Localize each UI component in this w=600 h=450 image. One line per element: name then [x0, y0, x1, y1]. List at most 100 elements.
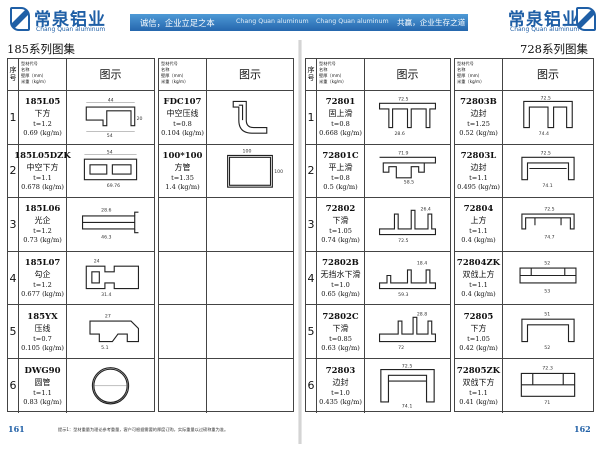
- profile-name: 下方: [34, 109, 51, 119]
- profile-name: 下滑: [332, 216, 349, 226]
- profile-code: 72802B: [322, 258, 359, 269]
- profile-drawing: [207, 91, 293, 144]
- row-info: [159, 305, 207, 358]
- svg-text:52: 52: [544, 345, 550, 351]
- profile-top-square-icon: 72.574.7: [521, 207, 575, 240]
- profile-weight: 0.42 (kg/m): [459, 343, 498, 352]
- header-band: [0, 14, 600, 31]
- svg-text:28.8: 28.8: [417, 312, 427, 318]
- profile-name: 边封: [470, 109, 487, 119]
- table-header: 型材代号名称壁厚（mm）米重（kg/m）图示: [455, 59, 593, 91]
- header-picture: 图示: [239, 68, 261, 81]
- header-picture: 图示: [537, 68, 559, 81]
- header-fields: 型材代号名称壁厚（mm）米重（kg/m）: [317, 59, 365, 90]
- header-field4: 米重（kg/m）: [21, 79, 49, 84]
- table-row: [159, 198, 293, 252]
- svg-text:58.5: 58.5: [404, 179, 414, 185]
- profile-thickness: t=1.25: [467, 120, 490, 129]
- svg-text:26.4: 26.4: [421, 207, 431, 213]
- svg-text:74.1: 74.1: [402, 404, 413, 410]
- profile-code: 72805ZK: [456, 365, 501, 376]
- profile-weight: 0.41 (kg/m): [459, 397, 498, 406]
- profile-side-seal-b-icon: 72.574.4: [523, 96, 573, 137]
- svg-text:69.76: 69.76: [107, 183, 120, 189]
- slogan-en-left: Chang Quan aluminum: [236, 18, 309, 25]
- svg-text:72.5: 72.5: [541, 150, 551, 156]
- profile-weight: 0.677 (kg/m): [21, 290, 64, 299]
- header-seq: 序号: [306, 59, 317, 90]
- profile-name: 下滑: [332, 323, 349, 333]
- header-picture: 图示: [99, 68, 122, 81]
- header-field4: 米重（kg/m）: [161, 79, 189, 84]
- header-field1: 型材代号: [457, 61, 474, 66]
- profile-code: FDC107: [163, 97, 202, 108]
- svg-text:53: 53: [544, 288, 550, 294]
- profile-weight: 0.495 (kg/m): [457, 182, 500, 191]
- profile-code: 185L05: [24, 97, 61, 108]
- logo-en-text: Chang Quan aluminum: [510, 26, 580, 33]
- page-header: 常泉铝业 Chang Quan aluminum 诚信，企业立足之本 Chang…: [0, 0, 600, 38]
- svg-text:46.3: 46.3: [101, 234, 111, 240]
- profile-code: 72802: [325, 204, 356, 215]
- header-fields: 型材代号名称壁厚（mm）米重（kg/m）: [19, 59, 67, 90]
- row-seq: 6: [8, 359, 19, 413]
- svg-text:72.5: 72.5: [402, 364, 413, 370]
- svg-text:54: 54: [107, 149, 113, 155]
- profile-name: 中空压线: [166, 109, 199, 119]
- table-header: 型材代号名称壁厚（mm）米重（kg/m）图示: [159, 59, 293, 91]
- profile-code: 185L06: [24, 204, 61, 215]
- svg-text:100: 100: [274, 169, 283, 175]
- header-field2: 名称: [161, 67, 170, 72]
- svg-text:72.5: 72.5: [398, 97, 408, 103]
- row-seq: 2: [8, 144, 19, 198]
- profile-code: 185L05DZK: [14, 150, 71, 161]
- profile-name: 双戗上方: [462, 270, 495, 280]
- row-seq: 2: [306, 144, 317, 198]
- header-field4: 米重（kg/m）: [319, 79, 347, 84]
- svg-text:100: 100: [243, 148, 252, 154]
- profile-name: 边封: [470, 162, 487, 172]
- header-field3: 壁厚（mm）: [161, 73, 186, 78]
- profile-code: 185YX: [27, 311, 58, 322]
- header-field1: 型材代号: [21, 61, 38, 66]
- profile-name: 边封: [332, 377, 349, 387]
- company-logo-icon: [576, 7, 596, 31]
- row-seq: 1: [8, 91, 19, 144]
- svg-text:72.3: 72.3: [542, 366, 553, 372]
- company-logo-icon: [10, 7, 30, 31]
- svg-text:52: 52: [544, 260, 550, 266]
- row-info: [159, 198, 207, 251]
- table-row: [159, 359, 293, 413]
- profile-thickness: t=1.1: [33, 173, 52, 182]
- profile-name: 双戗下方: [462, 377, 495, 387]
- svg-text:72.5: 72.5: [541, 96, 551, 102]
- svg-text:72.5: 72.5: [398, 238, 408, 244]
- footer-note: 提示1：型材重量为理论参考重量，客户可根据需要的厚度订购，实际重量以过磅称重为准…: [58, 427, 229, 432]
- profile-name: 方管: [174, 162, 191, 172]
- logo-left: 常泉铝业 Chang Quan aluminum: [0, 2, 130, 36]
- profile-name: 光企: [34, 216, 51, 226]
- header-field4: 米重（kg/m）: [457, 79, 485, 84]
